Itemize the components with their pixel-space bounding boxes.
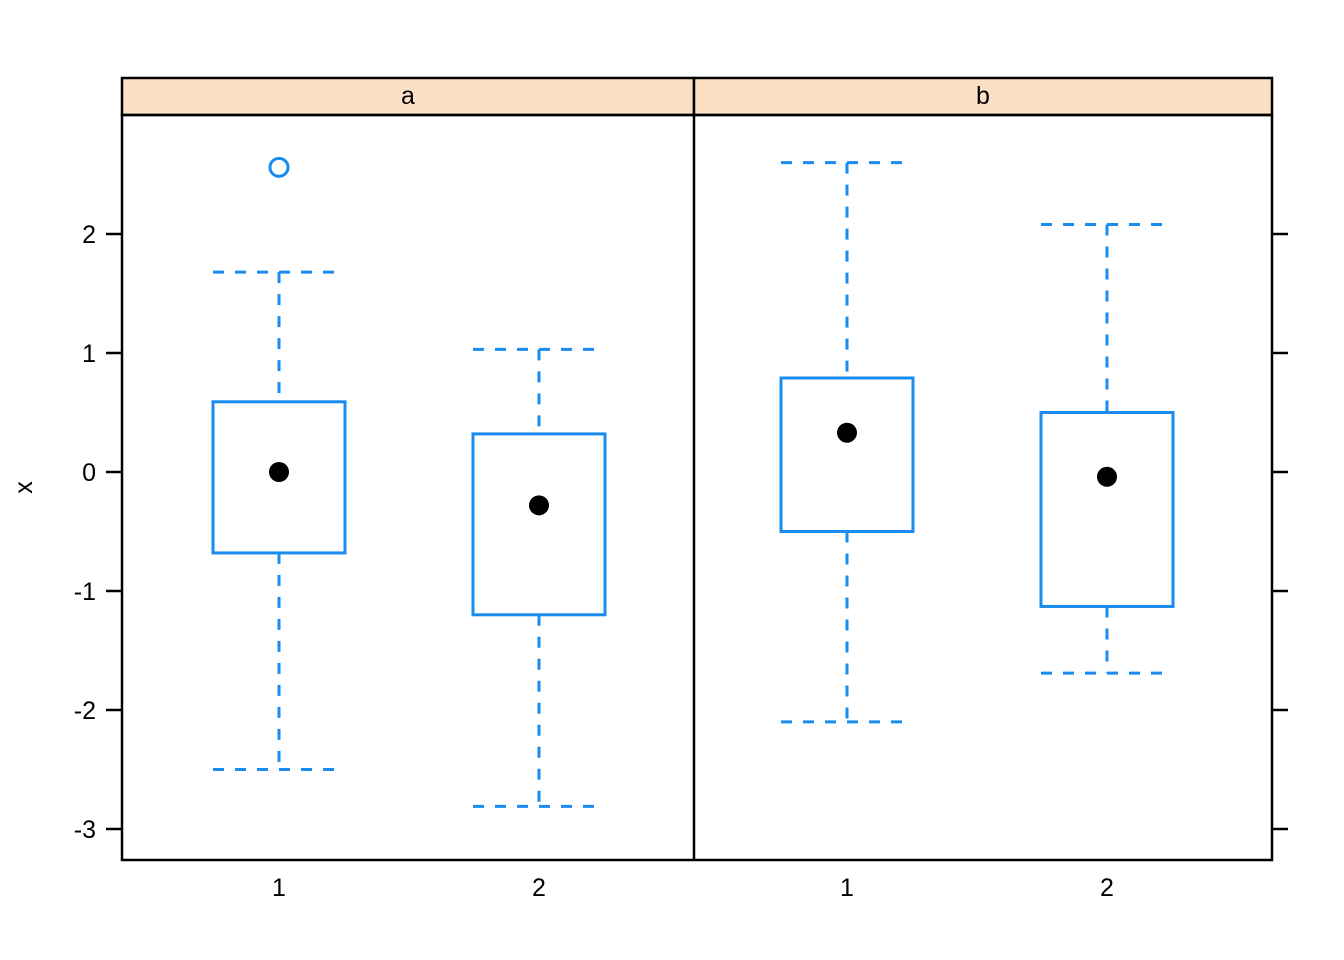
- mean-point: [529, 495, 549, 516]
- y-tick-label-2: 2: [82, 221, 96, 249]
- y-tick-label--2: -2: [74, 697, 96, 725]
- y-tick-label-1: 1: [82, 340, 96, 368]
- boxplot-b-1: [779, 161, 915, 724]
- panel-strip-a: [120, 76, 696, 117]
- y-tick-label--1: -1: [74, 578, 96, 606]
- y-tick-label--3: -3: [74, 816, 96, 844]
- x-tick-label-a-2: 2: [532, 874, 546, 902]
- panel-strip-label-b: b: [976, 82, 990, 110]
- plot-frame: [120, 113, 1274, 862]
- mean-point: [1097, 466, 1117, 487]
- x-tick-label-b-1: 1: [840, 874, 854, 902]
- box-iqr: [779, 376, 915, 533]
- mean-point: [269, 462, 289, 482]
- x-tick-label-b-2: 2: [1100, 874, 1114, 902]
- panel-strip-b: [692, 76, 1274, 117]
- box-iqr: [1039, 411, 1175, 608]
- x-tick-label-a-1: 1: [272, 874, 286, 902]
- boxplot-a-1: [211, 156, 347, 771]
- boxplot-b-2: [1039, 222, 1175, 675]
- panel-strip-label-a: a: [401, 82, 415, 110]
- y-axis-title: x: [10, 481, 38, 494]
- outlier-point: [268, 156, 290, 178]
- box-iqr: [471, 432, 607, 617]
- y-tick-label-0: 0: [82, 459, 96, 487]
- boxplot-a-2: [471, 347, 607, 808]
- mean-point: [837, 422, 857, 443]
